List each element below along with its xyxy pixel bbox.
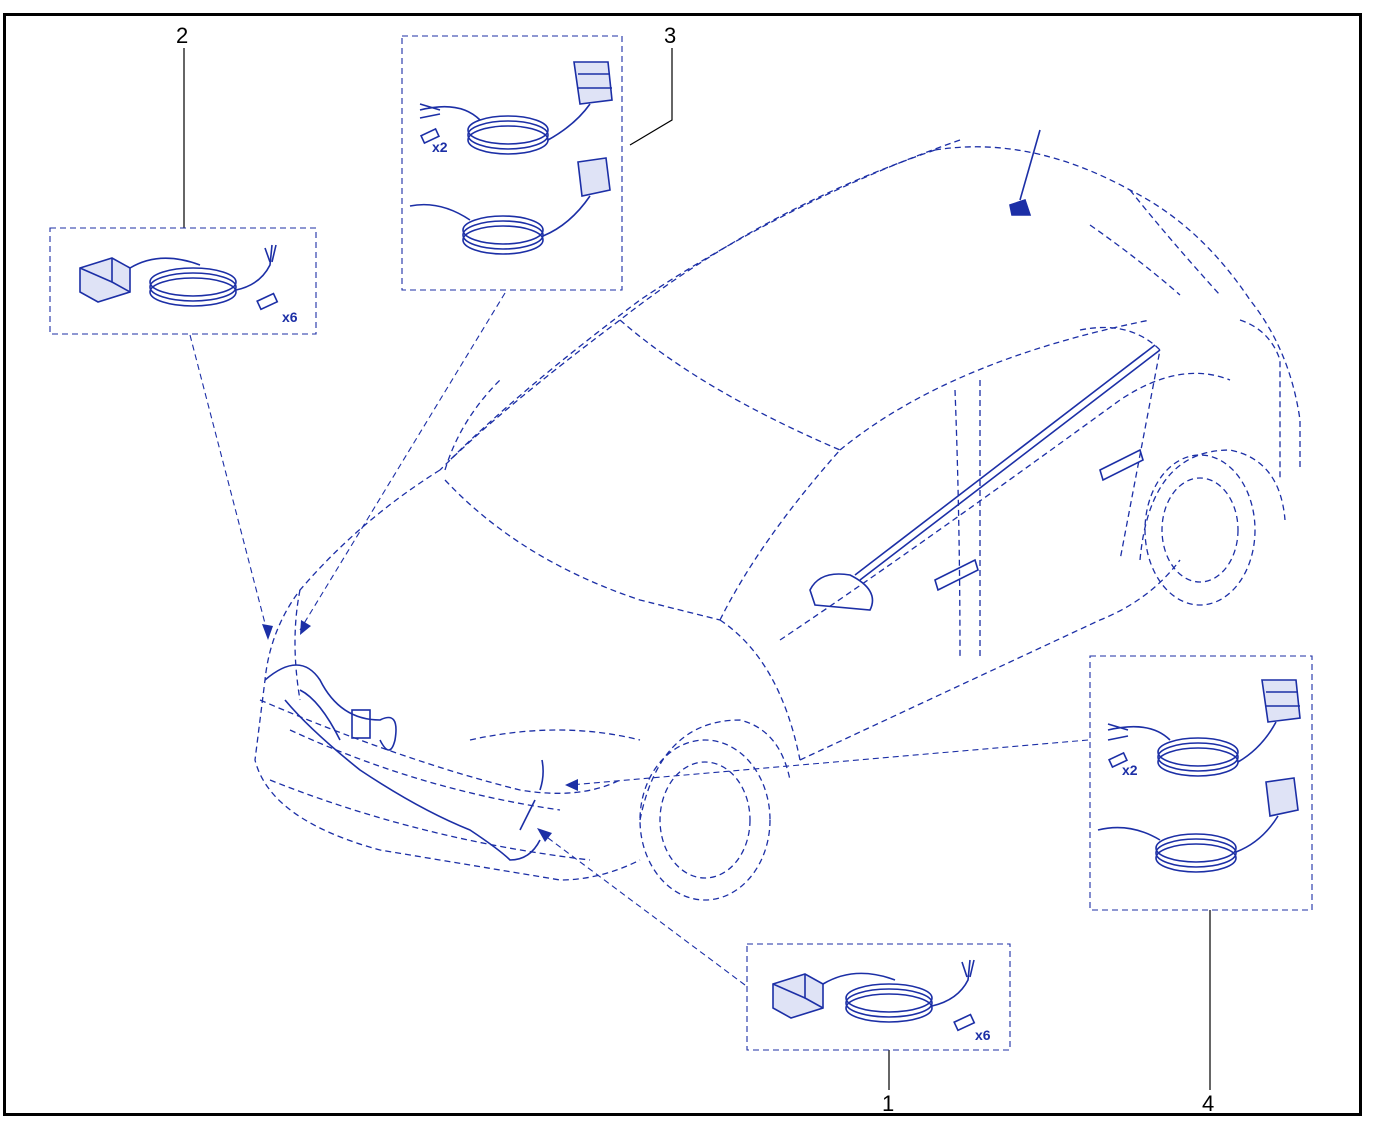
part-3-quantity: x2 [432, 139, 448, 155]
part-2-quantity: x6 [282, 309, 298, 325]
callout-3: 3 [664, 23, 677, 48]
part-4-quantity: x2 [1122, 762, 1138, 778]
callout-lines [183, 48, 1211, 1090]
callout-2: 2 [176, 23, 189, 48]
part-2-harness [79, 244, 279, 311]
diagram-frame [3, 13, 1362, 1116]
part-4-harness [1097, 679, 1301, 873]
part-3-harness [409, 61, 613, 255]
car-outline [254, 139, 1301, 901]
callout-1: 1 [882, 1091, 895, 1116]
callout-4: 4 [1202, 1091, 1215, 1116]
leader-lines [189, 292, 1089, 986]
car-solid-details [264, 129, 1161, 861]
part-1-harness [772, 959, 976, 1032]
part-boxes [49, 35, 1313, 1051]
part-1-quantity: x6 [975, 1027, 991, 1043]
leader-arrowheads [262, 620, 578, 842]
